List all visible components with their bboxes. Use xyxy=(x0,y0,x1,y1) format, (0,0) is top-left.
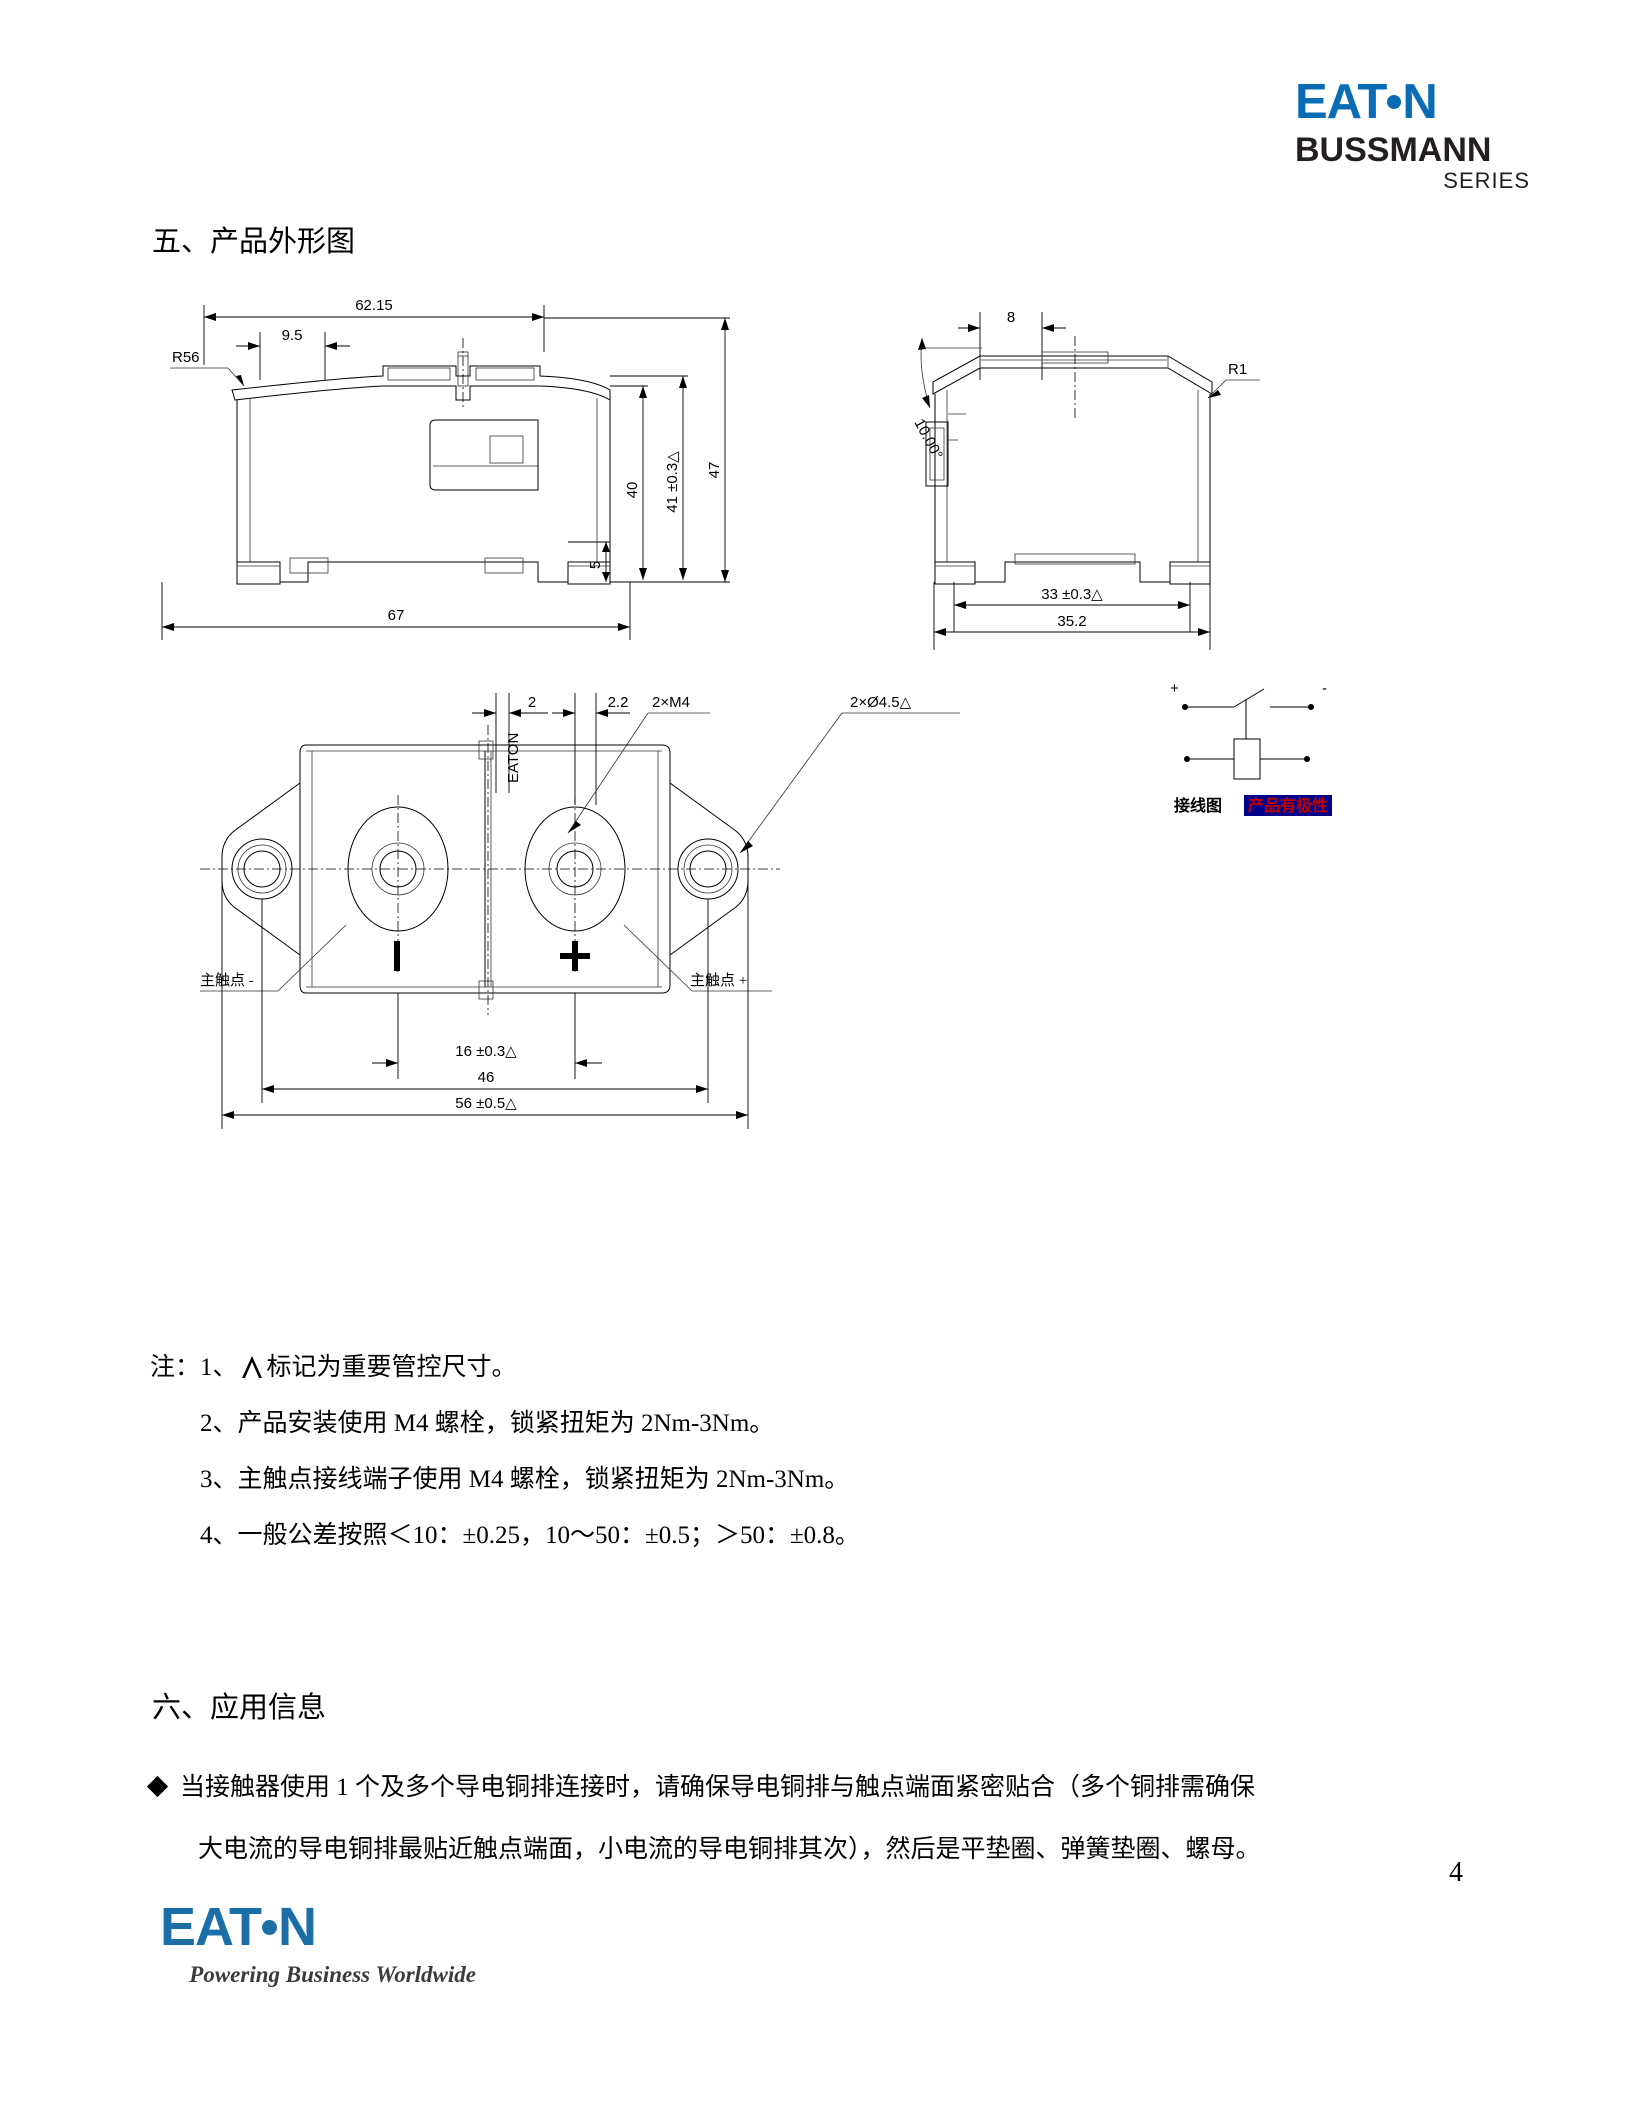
wiring-caption: 接线图 xyxy=(1174,796,1222,815)
triangle-marker-icon xyxy=(241,1356,263,1378)
dim-2: 2 xyxy=(528,694,536,711)
note-item-1: 注：1、 标记为重要管控尺寸。 xyxy=(150,1355,1470,1380)
dim-2-2: 2.2 xyxy=(608,694,629,711)
note-1-text: 标记为重要管控尺寸。 xyxy=(266,1354,517,1381)
footer-eaton-dot-icon xyxy=(262,1919,277,1935)
dim-62-15: 62.15 xyxy=(355,297,393,314)
dim-16-tol: 16 ±0.3△ xyxy=(455,1043,517,1060)
series-wordmark: SERIES xyxy=(1443,167,1530,193)
eaton-dot-icon xyxy=(1387,95,1402,110)
application-bullet-line-1: 当接触器使用 1 个及多个导电铜排连接时，请确保导电铜排与触点端面紧密贴合（多个… xyxy=(146,1774,1500,1801)
dim-8: 8 xyxy=(1007,309,1015,326)
product-outline-drawings: 62.15 9.5 R56 xyxy=(140,290,1540,1320)
footer-tagline: Powering Business Worldwide xyxy=(189,1962,476,1987)
dim-r1: R1 xyxy=(1228,361,1247,378)
dim-9-5: 9.5 xyxy=(282,327,303,344)
application-text-1: 当接触器使用 1 个及多个导电铜排连接时，请确保导电铜排与触点端面紧密贴合（多个… xyxy=(180,1774,1256,1801)
side-view-drawing: 8 10.00° R1 xyxy=(910,309,1260,650)
label-contact-positive: 主触点 + xyxy=(690,972,747,989)
diamond-bullet-icon xyxy=(146,1775,169,1798)
dim-2xm4: 2×M4 xyxy=(652,694,690,711)
label-contact-negative: 主触点 - xyxy=(200,972,254,989)
wiring-diagram: + - 接线图 产品有极性 xyxy=(1170,680,1332,816)
wiring-terminal-positive: + xyxy=(1170,680,1179,697)
notes-block: 注：1、 标记为重要管控尺寸。 2、产品安装使用 M4 螺栓，锁紧扭矩为 2Nm-… xyxy=(150,1355,1470,1579)
dim-holes: 2×Ø4.5△ xyxy=(850,694,912,711)
dim-41-tol: 41 ±0.3△ xyxy=(664,451,681,513)
note-1-prefix: 注：1、 xyxy=(150,1354,238,1381)
dim-angle: 10.00° xyxy=(910,416,945,462)
polarity-highlight xyxy=(1244,795,1332,816)
dim-67: 67 xyxy=(388,607,405,624)
dim-5: 5 xyxy=(587,561,604,569)
application-info-block: 当接触器使用 1 个及多个导电铜排连接时，请确保导电铜排与触点端面紧密贴合（多个… xyxy=(146,1774,1500,1863)
note-item-3: 3、主触点接线端子使用 M4 螺栓，锁紧扭矩为 2Nm-3Nm。 xyxy=(200,1466,850,1493)
page-number: 4 xyxy=(1449,1857,1463,1888)
front-view-drawing: 62.15 9.5 R56 xyxy=(161,297,730,640)
bottom-view-drawing: 2 2.2 2×M4 2×Ø4.5△ xyxy=(200,693,960,1129)
bottom-view-brand-mark: EATON xyxy=(505,733,522,783)
bussmann-wordmark: BUSSMANN xyxy=(1295,131,1492,169)
dim-33-tol: 33 ±0.3△ xyxy=(1041,586,1103,603)
application-bullet-line-2: 大电流的导电铜排最贴近触点端面，小电流的导电铜排其次），然后是平垫圈、弹簧垫圈、… xyxy=(198,1836,1261,1863)
wiring-terminal-negative: - xyxy=(1322,680,1327,697)
section-heading-application: 六、应用信息 xyxy=(152,1692,327,1724)
dim-56-tol: 56 ±0.5△ xyxy=(455,1095,517,1112)
note-item-2: 2、产品安装使用 M4 螺栓，锁紧扭矩为 2Nm-3Nm。 xyxy=(200,1410,775,1437)
wiring-polarity-note: 产品有极性 xyxy=(1248,796,1328,815)
dim-r56: R56 xyxy=(172,349,200,366)
note-item-4: 4、一般公差按照＜10：±0.25，10～50：±0.5；＞50：±0.8。 xyxy=(200,1522,860,1549)
section-heading-outline: 五、产品外形图 xyxy=(152,226,356,258)
dim-46: 46 xyxy=(478,1069,495,1086)
dim-47: 47 xyxy=(706,462,723,479)
dim-40: 40 xyxy=(624,482,641,499)
dim-35-2: 35.2 xyxy=(1057,613,1086,630)
